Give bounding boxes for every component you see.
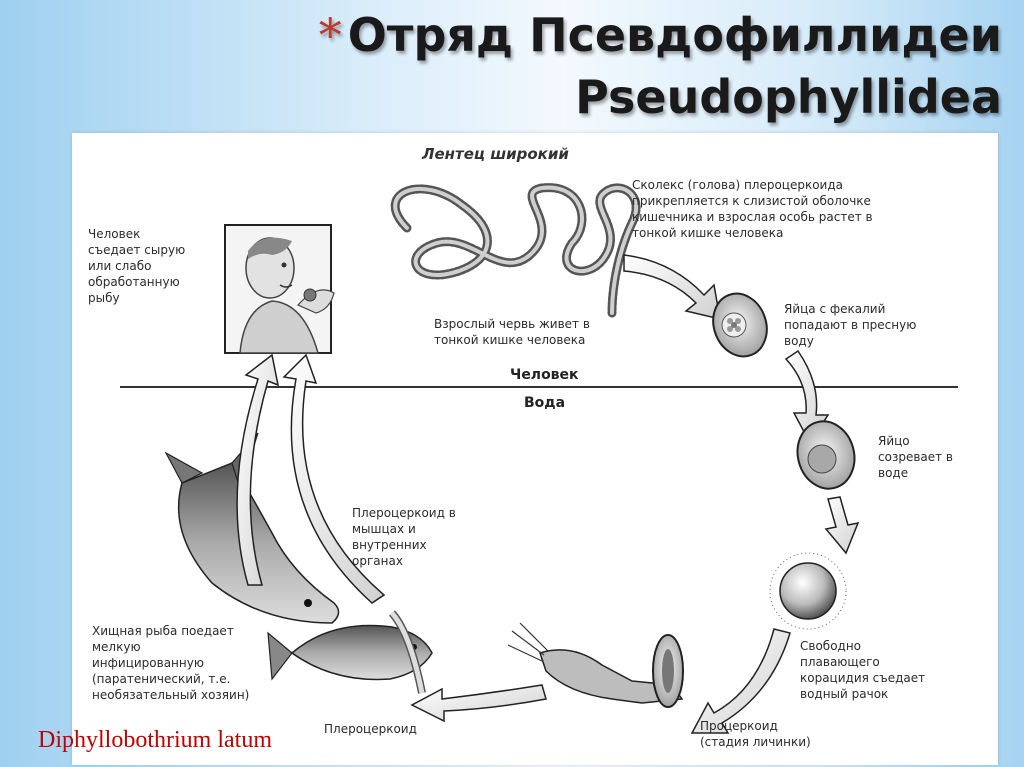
human-eating-fish-illustration [224,224,335,354]
copepod-procercoid-illustration [507,622,684,708]
egg-in-feces-illustration [712,292,768,358]
slide-title-line2: Pseudophyllidea [575,70,1002,124]
slide-title-line1: *Отряд Псевдофиллидеи [319,4,1002,66]
arrow-fish-to-human-right [282,353,386,604]
label-eggs-feces: Яйца с фекалий попадают в пресную воду [784,302,917,348]
arrow-coracidium-to-copepod [690,628,791,734]
zone-label-water: Вода [524,395,566,411]
adult-tapeworm-illustration [390,183,641,318]
diagram-heading: Лентец широкий [422,145,569,163]
coracidium-illustration [769,552,847,630]
label-human-eats-fish: Человек съедает сырую или слабо обработа… [88,227,186,305]
label-coracidium: Свободно плавающего корацидия съедает во… [800,639,926,701]
title-line1-text: Отряд Псевдофиллидеи [347,8,1002,62]
lifecycle-diagram-panel: Лентец широкий Человек Вода Человек съед… [72,133,998,765]
label-adult-worm: Взрослый червь живет в тонкой кишке чело… [434,317,590,347]
arrow-fish-to-human-left [236,353,280,586]
arrow-egg-to-coracidium [824,496,860,555]
label-plerocercoid: Плероцеркоид [324,722,417,736]
title-bullet: * [318,8,342,62]
arrow-worm-to-egg [623,254,721,320]
zone-label-human: Человек [510,367,579,383]
small-fish-illustration [267,610,433,694]
label-scolex: Сколекс (голова) плероцеркоида прикрепля… [632,178,873,240]
arrow-copepod-to-fish [410,684,547,723]
species-latin-name: Diphyllobothrium latum [38,727,272,753]
maturing-egg-illustration [796,420,856,490]
label-predatory-fish: Хищная рыба поедает мелкую инфицированну… [92,624,250,702]
slide-title: *Отряд Псевдофиллидеи Pseudophyllidea [319,4,1002,128]
lifecycle-diagram [120,183,958,734]
label-plerocercoid-organs: Плероцеркоид в мышцах и внутренних орган… [352,506,456,568]
label-egg-matures: Яйцо созревает в воде [878,434,954,480]
label-procercoid: Процеркоид (стадия личинки) [700,719,811,749]
